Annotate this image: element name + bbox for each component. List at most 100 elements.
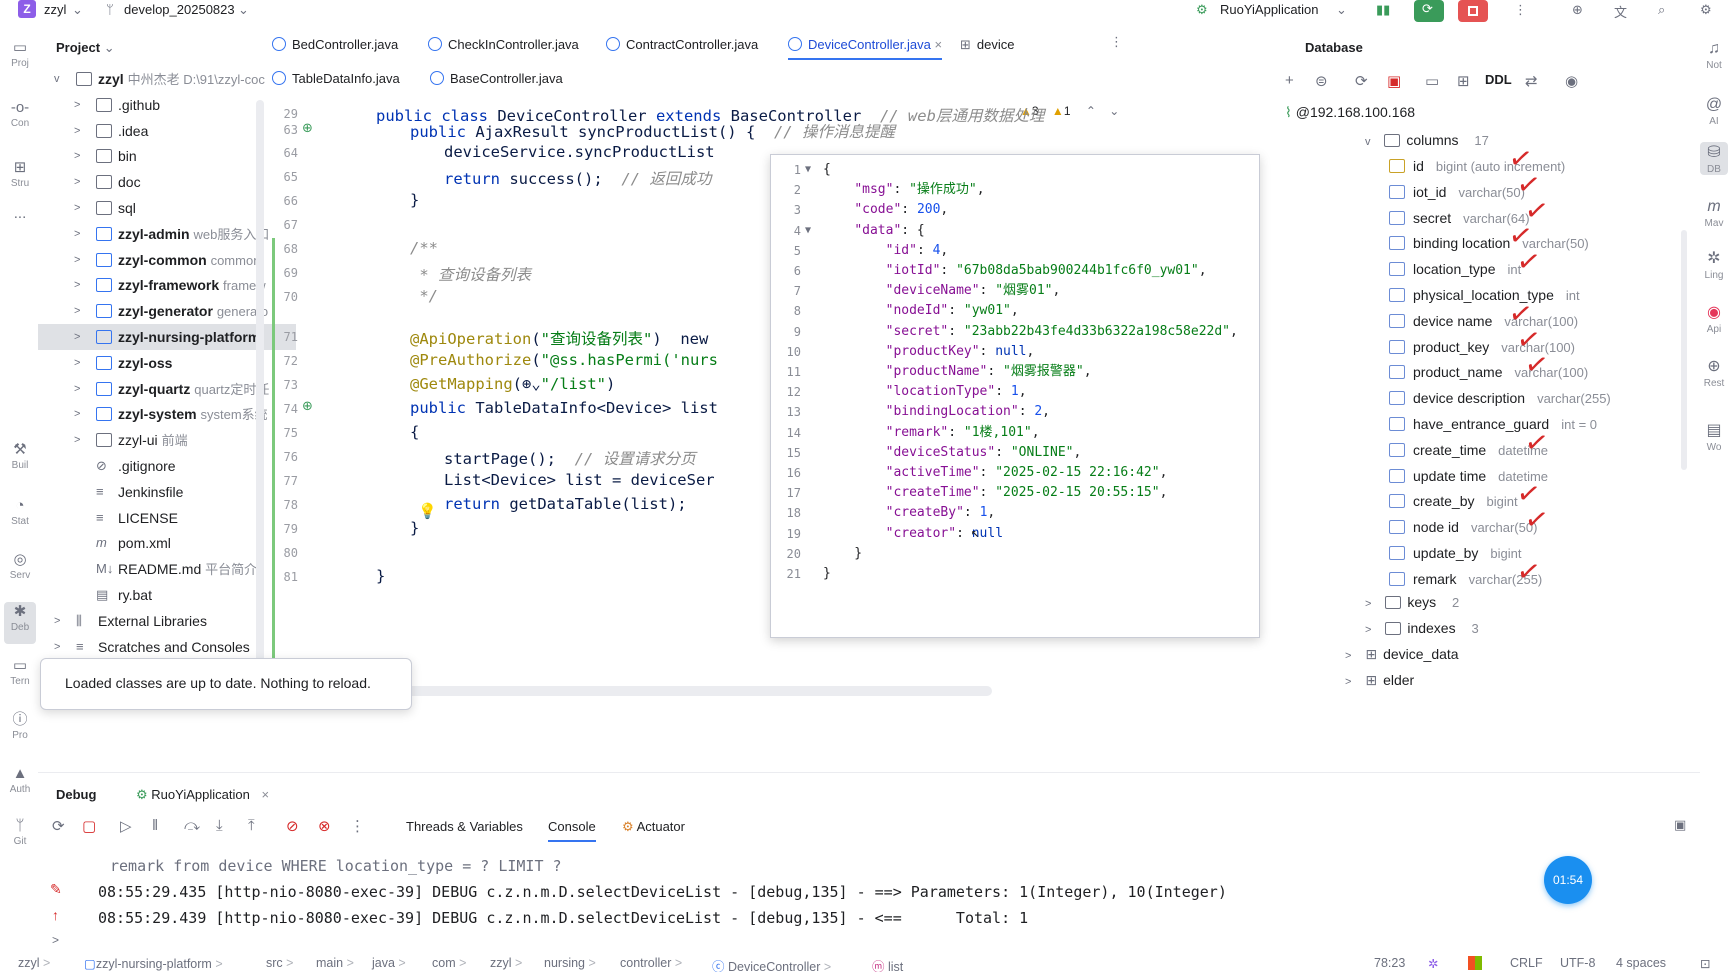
caret-position[interactable]: 78:23 — [1374, 956, 1406, 970]
breadcrumb-item[interactable]: ▢zzyl-nursing-platform > — [84, 957, 223, 971]
editor-tab[interactable]: CheckInController.java — [428, 30, 579, 60]
columns-node[interactable]: v columns 17 — [1365, 132, 1489, 148]
structure-tool-button[interactable]: ⊞Stru — [4, 158, 36, 200]
auth-tool-button[interactable]: ▲Auth — [4, 764, 36, 806]
debug-tab[interactable]: Console — [548, 819, 596, 842]
editor-tab[interactable]: TableDataInfo.java — [272, 64, 400, 94]
more-icon[interactable]: ⋮ — [1514, 2, 1527, 17]
database-tool-button[interactable]: ⛁DB — [1700, 142, 1728, 175]
more-tools-button[interactable]: ... — [13, 205, 27, 222]
inspection-widget[interactable]: ▲3 ▲1 ⌃ ⌄ — [1020, 104, 1120, 118]
tree-item[interactable]: >zzyl-framework framew — [38, 272, 296, 298]
chevron-right-icon[interactable]: > — [74, 176, 81, 189]
jump-icon[interactable]: ⇄ — [1525, 73, 1538, 90]
chevron-right-icon[interactable]: > — [54, 640, 61, 653]
ddl-button[interactable]: DDL — [1485, 72, 1512, 87]
lingma-status-icon[interactable]: ✲ — [1428, 957, 1439, 971]
chevron-right-icon[interactable]: > — [74, 382, 81, 395]
add-icon[interactable]: + — [1285, 72, 1294, 89]
terminal-tool-button[interactable]: ▭Tern — [4, 656, 36, 698]
tree-item[interactable]: >doc — [38, 169, 296, 195]
ai-tool-button[interactable]: @AI — [1700, 94, 1728, 127]
chevron-right-icon[interactable]: > — [52, 933, 60, 947]
editor-tab[interactable]: ⊞device — [960, 30, 1014, 60]
build-tool-button[interactable]: ⚒Buil — [4, 440, 36, 482]
breadcrumb-item[interactable]: src > — [266, 956, 294, 970]
chevron-right-icon[interactable]: > — [74, 305, 81, 318]
refresh-icon[interactable]: ⟳ — [1355, 73, 1368, 90]
notifications-tool-button[interactable]: ♫Not — [1700, 38, 1728, 71]
table-icon[interactable]: ⊞ — [1457, 73, 1470, 90]
tree-item[interactable]: >zzyl-oss — [38, 350, 296, 376]
chevron-down-icon[interactable]: ⌄ — [72, 2, 83, 17]
json-preview-popup[interactable]: 1▼{2 "msg": "操作成功",3 "code": 200,4▼ "dat… — [770, 154, 1260, 638]
tree-item[interactable]: >zzyl-common common — [38, 247, 296, 273]
tree-item[interactable]: >zzyl-generator generato — [38, 298, 296, 324]
add-user-icon[interactable]: ⊕ — [1572, 2, 1583, 17]
chevron-right-icon[interactable]: > — [74, 253, 81, 266]
project-badge[interactable]: Z — [18, 0, 36, 18]
debug-tab[interactable]: Threads & Variables — [406, 819, 523, 834]
chevron-down-icon[interactable]: ⌄ — [1336, 2, 1347, 17]
datasource-icon[interactable]: ⊜ — [1315, 73, 1328, 90]
branch-name[interactable]: develop_20250823 — [124, 2, 235, 17]
fold-icon[interactable]: ▼ — [805, 224, 812, 236]
connection-label[interactable]: ⌇ @192.168.100.168 — [1285, 104, 1416, 120]
editor-tab[interactable]: ContractController.java — [606, 30, 758, 60]
tree-item[interactable]: >zzyl-system system系统 — [38, 401, 296, 427]
step-over-icon[interactable]: ⤼ — [184, 817, 201, 834]
tree-item[interactable]: >≡Scratches and Consoles — [38, 634, 296, 660]
services-tool-button[interactable]: ◎Serv — [4, 550, 36, 592]
breadcrumb-item[interactable]: com > — [432, 956, 467, 970]
line-separator[interactable]: CRLF — [1510, 956, 1543, 970]
stop-icon[interactable]: ▢ — [82, 818, 97, 835]
resume-icon[interactable]: ▷ — [120, 818, 132, 835]
file-encoding[interactable]: UTF-8 — [1560, 956, 1596, 970]
breadcrumb-item[interactable]: ⓜ list — [872, 960, 904, 972]
lingma-tool-button[interactable]: ✲Ling — [1700, 248, 1728, 281]
timer-badge[interactable]: 01:54 — [1544, 856, 1592, 904]
tree-item[interactable]: ≡LICENSE — [38, 505, 296, 531]
tree-item[interactable]: >⫼External Libraries — [38, 608, 296, 634]
tree-item[interactable]: ▤ry.bat — [38, 582, 296, 608]
disconnect-icon[interactable]: ▣ — [1387, 73, 1402, 90]
breadcrumb-item[interactable]: ⓒ DeviceController > — [712, 960, 832, 972]
chevron-right-icon[interactable]: > — [74, 202, 81, 214]
breadcrumb-item[interactable]: nursing > — [544, 956, 596, 970]
chevron-right-icon[interactable]: > — [74, 150, 81, 163]
commit-tool-button[interactable]: -o-Con — [4, 98, 36, 140]
translate-icon[interactable]: 文 — [1614, 5, 1628, 20]
editor-tab[interactable]: BedController.java — [272, 30, 398, 60]
debug-tab[interactable]: ⚙ Actuator — [622, 819, 685, 834]
chevron-right-icon[interactable]: > — [74, 408, 81, 421]
chevron-right-icon[interactable]: > — [74, 98, 81, 111]
breadcrumb-item[interactable]: zzyl > — [490, 956, 523, 970]
keys-node[interactable]: > keys 2 — [1365, 594, 1460, 610]
chevron-right-icon[interactable]: > — [74, 434, 81, 447]
indexes-node[interactable]: > indexes 3 — [1365, 620, 1479, 636]
word-tool-button[interactable]: ▤Wo — [1700, 420, 1728, 453]
close-icon[interactable]: × — [261, 787, 270, 802]
stop-button[interactable] — [1458, 0, 1488, 22]
run-config-name[interactable]: RuoYiApplication — [1220, 2, 1319, 17]
chevron-down-icon[interactable]: ⌄ — [238, 2, 249, 17]
step-into-icon[interactable]: ⤓ — [216, 817, 223, 834]
rest-tool-button[interactable]: ⊕Rest — [1700, 356, 1728, 389]
chevron-right-icon[interactable]: > — [74, 331, 81, 343]
tree-item[interactable]: >zzyl-quartz quartz定时任 — [38, 376, 296, 402]
